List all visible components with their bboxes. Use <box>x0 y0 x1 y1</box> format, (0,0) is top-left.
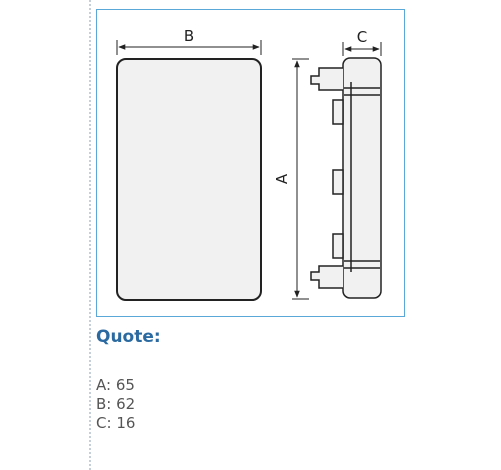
side-tab-middle <box>332 169 344 195</box>
side-tab-bottom <box>332 233 344 259</box>
top-clip-hook <box>310 67 343 91</box>
quote-key: C <box>96 414 107 432</box>
quote-title: Quote: <box>96 327 161 347</box>
quote-separator: : <box>106 395 117 413</box>
dotted-divider <box>89 0 91 470</box>
side-tab-top <box>332 99 344 125</box>
quote-list: A: 65 B: 62 C: 16 <box>96 376 135 433</box>
front-view <box>116 58 262 301</box>
quote-key: A <box>96 376 106 394</box>
side-view-body <box>342 57 382 299</box>
side-view <box>310 57 382 299</box>
depth-label: C <box>357 28 367 46</box>
quote-key: B <box>96 395 107 413</box>
quote-value: 65 <box>115 376 135 394</box>
height-dimension: A <box>273 58 309 300</box>
technical-drawing-frame: B A C <box>96 9 405 317</box>
bottom-clip-hook <box>310 265 343 289</box>
quote-item-a: A: 65 <box>96 376 135 395</box>
depth-dimension: C <box>342 28 382 56</box>
quote-value: 16 <box>116 414 136 432</box>
quote-item-b: B: 62 <box>96 395 135 414</box>
quote-item-c: C: 16 <box>96 414 135 433</box>
quote-separator: : <box>106 376 116 394</box>
quote-separator: : <box>106 414 117 432</box>
front-view-body <box>116 58 262 301</box>
width-label: B <box>184 27 194 45</box>
width-dimension: B <box>116 27 262 55</box>
technical-drawing: B A C <box>116 27 382 301</box>
quote-value: 62 <box>116 395 136 413</box>
height-label: A <box>273 173 291 184</box>
